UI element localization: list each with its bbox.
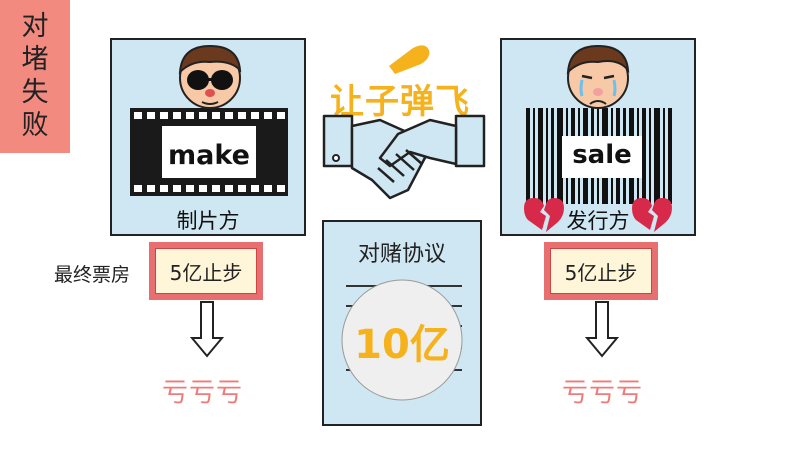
- pact-panel: 对赌协议 10亿: [322, 220, 482, 426]
- broken-heart-icon: [524, 198, 564, 232]
- tag-char: 堵: [21, 44, 49, 75]
- producer-caption: 制片方: [176, 209, 240, 233]
- bullet-icon: [389, 45, 430, 74]
- crying-face-icon: [566, 44, 630, 109]
- down-arrow-icon: [585, 301, 619, 358]
- down-arrow-icon: [190, 301, 224, 358]
- left-ticket-text: 5亿止步: [155, 248, 257, 294]
- right-ticket-text: 5亿止步: [550, 248, 652, 294]
- slogan: 让子弹飞: [330, 82, 470, 122]
- handshake-icon: [322, 114, 486, 200]
- distributor-caption: 发行方: [566, 209, 630, 233]
- tag-char: 败: [21, 110, 49, 141]
- right-ticket: 5亿止步: [544, 242, 658, 300]
- pact-document: [341, 279, 463, 401]
- pact-title: 对赌协议: [357, 242, 446, 267]
- tag-char: 失: [21, 77, 49, 108]
- film-strip-icon: [130, 44, 288, 196]
- distributor-panel: sale 发行方: [500, 38, 696, 236]
- barcode-word: sale: [572, 140, 632, 170]
- box-office-label: 最终票房: [54, 264, 131, 286]
- broken-heart-icon: [632, 198, 672, 232]
- left-ticket: 5亿止步: [149, 242, 263, 300]
- barcode-icon: [524, 44, 672, 232]
- producer-panel: make 制片方: [110, 38, 306, 236]
- title-tag: 对 堵 失 败: [0, 0, 70, 153]
- right-loss-text: 亏亏亏: [562, 378, 644, 408]
- pact-amount: 10亿: [354, 322, 450, 368]
- tag-char: 对: [21, 11, 49, 42]
- film-word: make: [168, 140, 250, 171]
- sunglasses-face-icon: [178, 44, 242, 109]
- left-loss-text: 亏亏亏: [162, 378, 244, 408]
